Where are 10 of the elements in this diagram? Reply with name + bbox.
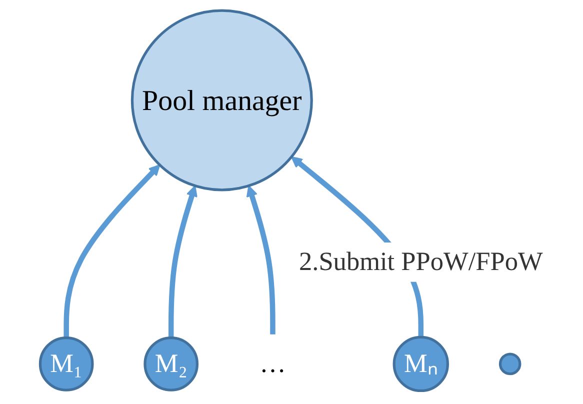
node-circle: M₁ bbox=[38, 336, 94, 392]
node-circle bbox=[498, 352, 522, 376]
node-circle: Mₙ bbox=[392, 336, 449, 392]
arrow bbox=[168, 185, 198, 338]
arrow bbox=[246, 185, 276, 334]
edge-label: 2.Submit PPoW/FPoW bbox=[299, 248, 543, 277]
arrow bbox=[64, 164, 160, 338]
node-circle: Pool manager bbox=[130, 9, 313, 192]
node-text: … bbox=[260, 349, 286, 378]
node-circle: M₂ bbox=[144, 336, 199, 392]
